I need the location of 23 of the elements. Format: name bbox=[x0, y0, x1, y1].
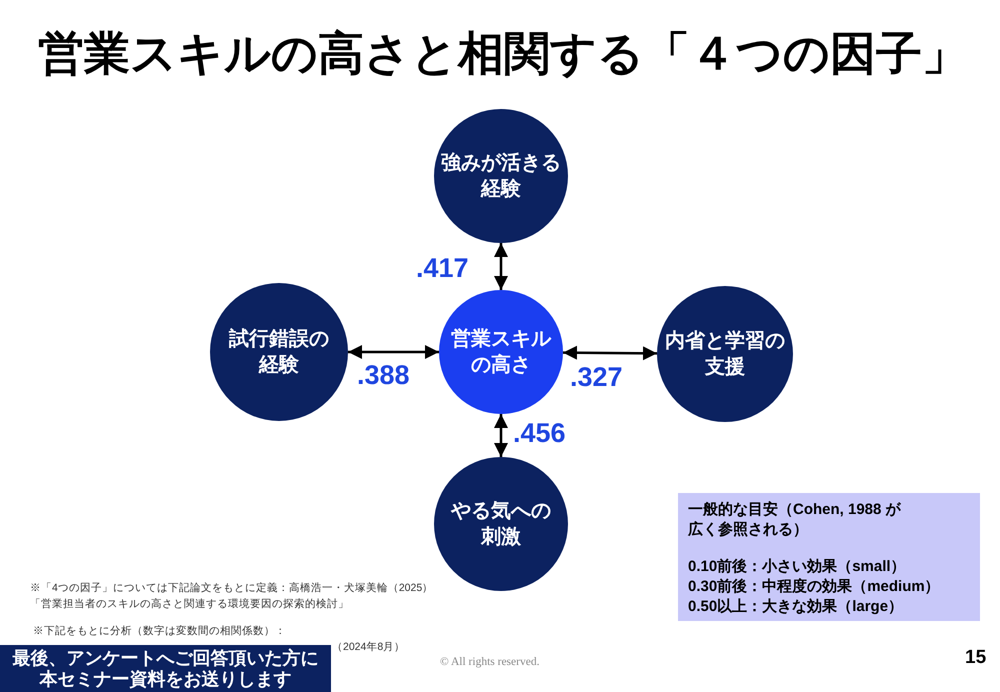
node-label: 試行錯誤の経験 bbox=[228, 327, 330, 378]
note-text: 0.50以上：大きな効果（large） bbox=[688, 597, 904, 617]
footnote: 「営業担当者のスキルの高さと関連する環境要因の探索的検討」 bbox=[30, 598, 349, 612]
node-label: 営業スキルの高さ bbox=[450, 327, 552, 378]
footnote: ※「4つの因子」については下記論文をもとに定義：高橋浩一・犬塚美輪（2025） bbox=[30, 582, 434, 596]
footnote: （2024年8月） bbox=[332, 641, 406, 655]
double-arrow bbox=[494, 243, 508, 290]
note-box bbox=[678, 493, 980, 621]
copyright-notice: © All rights reserved. bbox=[440, 655, 540, 670]
footnote: ※下記をもとに分析（数字は変数間の相関係数）： bbox=[33, 625, 286, 639]
node-label: 内省と学習の支援 bbox=[664, 329, 786, 380]
slide-title: 営業スキルの高さと相関する「４つの因子」 bbox=[38, 26, 968, 81]
note-text: 0.10前後：小さい効果（small） bbox=[688, 557, 906, 577]
page-number: 15 bbox=[965, 646, 986, 670]
banner-text: 最後、アンケートへご回答頂いた方に本セミナー資料をお送りします bbox=[11, 648, 320, 690]
banner bbox=[0, 645, 331, 692]
double-arrow bbox=[562, 346, 658, 360]
double-arrow bbox=[494, 414, 508, 457]
double-arrow bbox=[348, 345, 439, 359]
node-label: やる気への刺激 bbox=[450, 499, 552, 550]
note-text: 一般的な目安（Cohen, 1988 が広く参照される） bbox=[688, 500, 902, 540]
note-text: 0.30前後：中程度の効果（medium） bbox=[688, 577, 940, 597]
node-label: 強みが活きる経験 bbox=[440, 151, 562, 202]
